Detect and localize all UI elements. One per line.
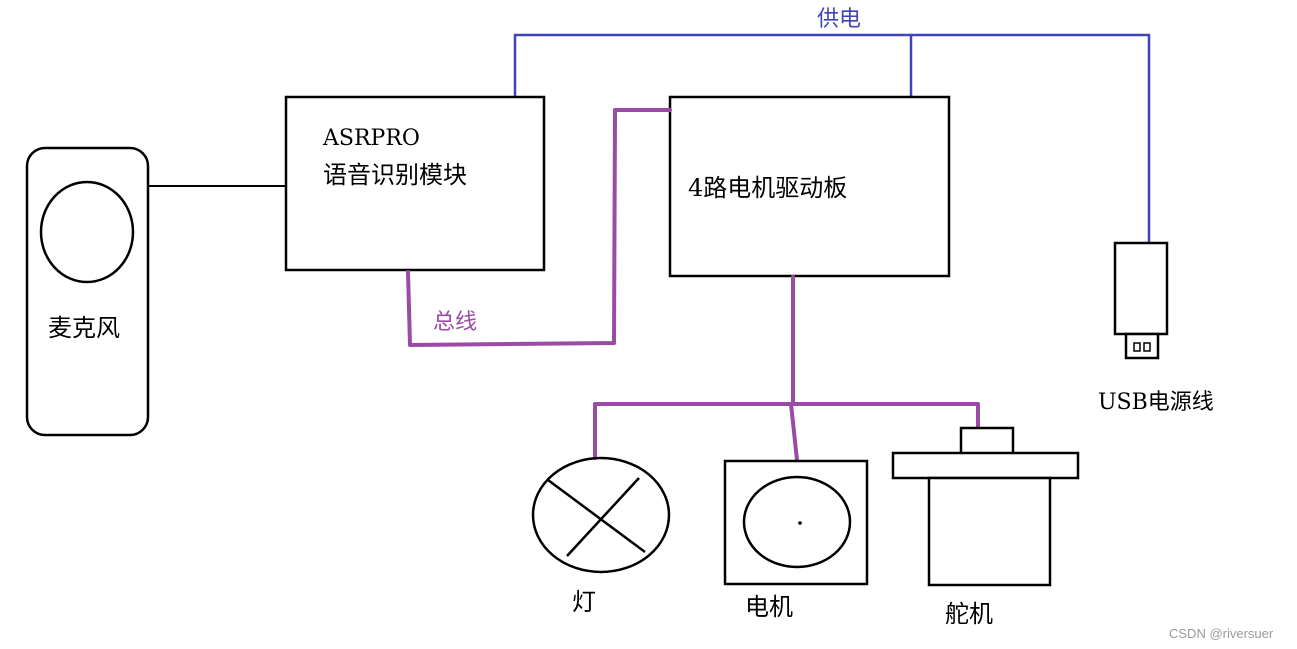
servo-label: 舵机 <box>945 600 993 628</box>
bus-line-to-motor <box>789 402 799 462</box>
power-lines <box>513 33 1151 245</box>
servo-icon <box>891 426 1080 587</box>
motor-icon <box>723 459 869 586</box>
microphone-icon <box>25 146 150 437</box>
motor-label: 电机 <box>745 593 793 621</box>
power-line-main <box>513 33 1151 245</box>
bus-label: 总线 <box>433 310 477 335</box>
asrpro-title: ASRPRO <box>322 126 420 151</box>
usb-plug-icon <box>1113 241 1169 360</box>
lamp-label: 灯 <box>572 588 596 616</box>
lamp-icon <box>531 456 671 574</box>
bus-line-distribution <box>593 402 980 460</box>
asrpro-subtitle: 语音识别模块 <box>323 161 467 189</box>
usb-label: USB电源线 <box>1098 390 1214 415</box>
microphone-label: 麦克风 <box>48 314 120 342</box>
asrpro-module-box <box>284 95 546 272</box>
driver-board-box <box>668 95 951 278</box>
power-label: 供电 <box>817 7 861 32</box>
driver-board-label: 4路电机驱动板 <box>688 174 847 202</box>
watermark: CSDN @riversuer <box>1169 626 1274 641</box>
bus-lines <box>406 108 980 462</box>
bus-line-asr-to-driver <box>406 108 672 347</box>
